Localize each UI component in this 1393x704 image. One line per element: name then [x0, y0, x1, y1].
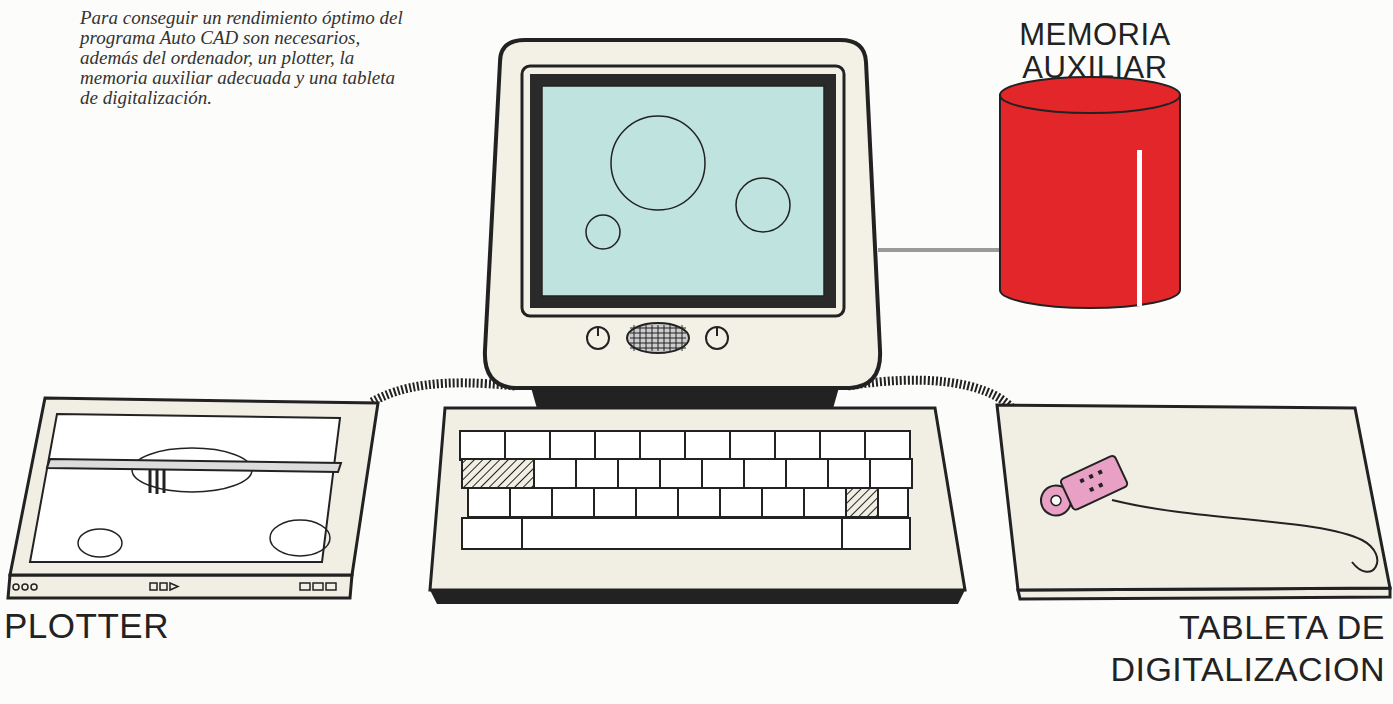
cylinder-body	[1000, 95, 1180, 308]
grill-line	[630, 343, 686, 344]
plotter-button	[150, 583, 157, 590]
keyboard-key	[820, 431, 865, 460]
keyboard-key	[510, 488, 552, 517]
keyboard-key	[678, 488, 720, 517]
grill-line	[630, 338, 686, 339]
puck-button	[1098, 483, 1103, 488]
keyboard-key	[720, 488, 762, 517]
keyboard-key	[730, 431, 775, 460]
keyboard-key	[846, 488, 878, 517]
plotter-button	[13, 584, 19, 590]
knob-mark	[597, 327, 599, 336]
keyboard-key	[468, 488, 510, 517]
puck-button	[1098, 470, 1103, 475]
tablet-top	[997, 405, 1390, 590]
plot-ellipse	[270, 520, 330, 556]
screen-circle	[586, 215, 620, 249]
puck-cord	[1112, 500, 1377, 572]
memory-cable	[878, 248, 1002, 252]
keyboard-key	[640, 431, 685, 460]
screen	[542, 86, 824, 296]
monitor	[485, 40, 880, 412]
plotter-front	[8, 575, 352, 598]
screen-circle	[736, 178, 790, 232]
grill-line	[630, 348, 686, 349]
monitor-housing	[485, 40, 880, 388]
keyboard-key	[550, 431, 595, 460]
memory-cylinder	[1000, 77, 1180, 308]
keyboard-key	[595, 431, 640, 460]
caption: Para conseguir un rendimiento óptimo del…	[80, 8, 410, 108]
plotter-rail	[47, 459, 341, 472]
puck-button	[1088, 474, 1093, 479]
plotter-button	[313, 583, 323, 590]
keys	[460, 431, 912, 549]
plotter-paper	[30, 414, 340, 562]
screen-circle	[611, 116, 705, 210]
keyboard	[430, 408, 965, 604]
plotter-button	[31, 584, 37, 590]
puck-button	[1089, 487, 1094, 492]
keyboard-key	[505, 431, 550, 460]
keyboard-key	[594, 488, 636, 517]
plotter-pen	[163, 470, 166, 493]
puck-body	[1060, 455, 1129, 511]
keyboard-key	[576, 459, 618, 488]
keyboard-key	[534, 459, 576, 488]
keyboard-key	[870, 459, 912, 488]
keyboard-key	[744, 459, 786, 488]
speaker	[627, 323, 689, 353]
keyboard-key	[786, 459, 828, 488]
plotter-button	[160, 583, 167, 590]
plotter-top	[10, 398, 378, 575]
keyboard-key	[685, 431, 730, 460]
keyboard-key	[842, 518, 910, 549]
keyboard-key	[660, 459, 702, 488]
cylinder-stripe	[1137, 150, 1142, 306]
knob	[587, 327, 609, 349]
plotter-button	[22, 584, 28, 590]
keyboard-base	[430, 590, 965, 604]
keyboard-key	[462, 518, 522, 549]
part-name: PLOTTER	[4, 606, 304, 646]
keyboard-key	[462, 459, 534, 488]
keyboard-body	[430, 408, 965, 590]
keyboard-key	[762, 488, 804, 517]
plotter-button	[326, 583, 336, 590]
keyboard-key	[618, 459, 660, 488]
puck-button	[1079, 478, 1084, 483]
plotter-button	[170, 583, 178, 590]
speaker-grill	[630, 325, 686, 351]
grill-line	[630, 328, 686, 329]
digitizing-tablet	[997, 405, 1390, 599]
keyboard-key	[522, 518, 842, 549]
keyboard-key	[702, 459, 744, 488]
keyboard-key	[460, 431, 505, 460]
keyboard-key	[552, 488, 594, 517]
monitor-bezel	[522, 66, 844, 316]
keyboard-key	[878, 488, 908, 517]
puck-crosshair	[1049, 494, 1062, 507]
plotter-button	[300, 583, 310, 590]
keyboard-key	[775, 431, 820, 460]
plotter-pen	[156, 470, 159, 494]
coiled-cable	[372, 383, 515, 402]
keyboard-key	[865, 431, 910, 460]
part-name: TABLETA DE DIGITALIZACION	[960, 606, 1385, 690]
part-name: MEMORIA AUXILIAR	[995, 18, 1195, 84]
knob-mark	[716, 327, 718, 336]
grill-line	[630, 333, 686, 334]
keyboard-key	[804, 488, 846, 517]
coiled-cable	[848, 380, 1012, 408]
plotter-pen	[149, 470, 152, 493]
knob	[706, 327, 728, 349]
keyboard-key	[828, 459, 870, 488]
tablet-puck	[1035, 455, 1128, 523]
screen-frame	[530, 74, 836, 308]
keyboard-key	[636, 488, 678, 517]
plotter	[8, 398, 378, 598]
plot-ellipse	[78, 529, 122, 557]
